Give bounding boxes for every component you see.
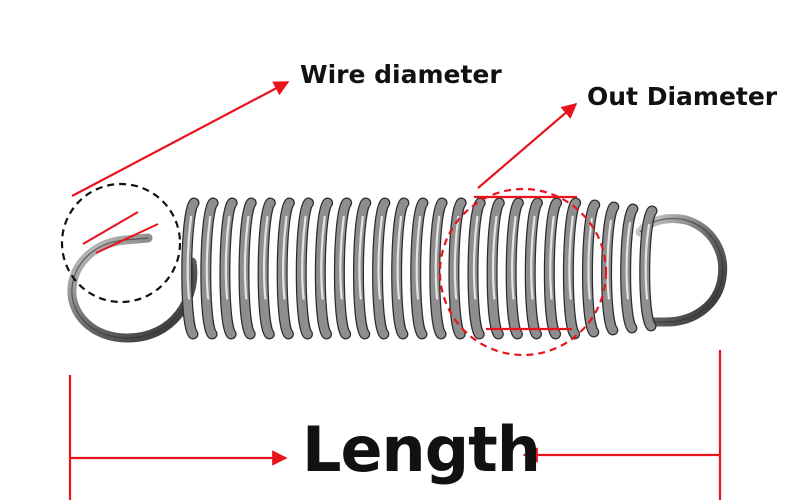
coil-highlight (320, 215, 326, 300)
coil-highlight (415, 215, 422, 300)
left-hook (67, 233, 198, 343)
coil-highlight (549, 215, 555, 300)
wire-marker-line (82, 211, 139, 245)
coil-highlight (205, 215, 212, 300)
coil-highlight (644, 223, 651, 300)
length-label: Length (302, 413, 541, 486)
coil-highlight (243, 215, 250, 300)
coil-highlight (262, 215, 269, 300)
coil-highlight (587, 217, 593, 300)
spring-body (181, 197, 658, 340)
coil-highlight (377, 215, 383, 300)
out-diameter-label: Out Diameter (587, 82, 778, 111)
coil-highlight (568, 215, 574, 300)
wire-detail-circle (60, 182, 182, 304)
coil-highlight (511, 215, 517, 300)
wire-marker-line (95, 223, 159, 254)
coil-highlight (453, 215, 460, 300)
coil-highlight (606, 219, 612, 300)
wire-diameter-arrow (71, 81, 290, 197)
od-detail-circle (438, 187, 608, 357)
out-diameter-annotation (438, 102, 608, 357)
coil-highlight (301, 215, 307, 300)
length-dimension (68, 350, 722, 500)
coil-highlight (530, 215, 536, 300)
coil-highlight (472, 215, 479, 300)
coil-highlight (224, 215, 231, 300)
coil-highlight (491, 215, 498, 300)
coil-highlight (434, 215, 441, 300)
right-hook (635, 214, 728, 327)
coil-highlight (282, 215, 288, 300)
out-diameter-arrow (477, 102, 578, 189)
coil-highlight (396, 215, 403, 300)
coil-highlight (186, 215, 193, 300)
coil-highlight (358, 215, 364, 300)
coil-highlight (625, 221, 632, 300)
wire-diameter-label: Wire diameter (300, 60, 502, 89)
wire-diameter-annotation (60, 81, 290, 304)
coil-highlight (339, 215, 345, 300)
